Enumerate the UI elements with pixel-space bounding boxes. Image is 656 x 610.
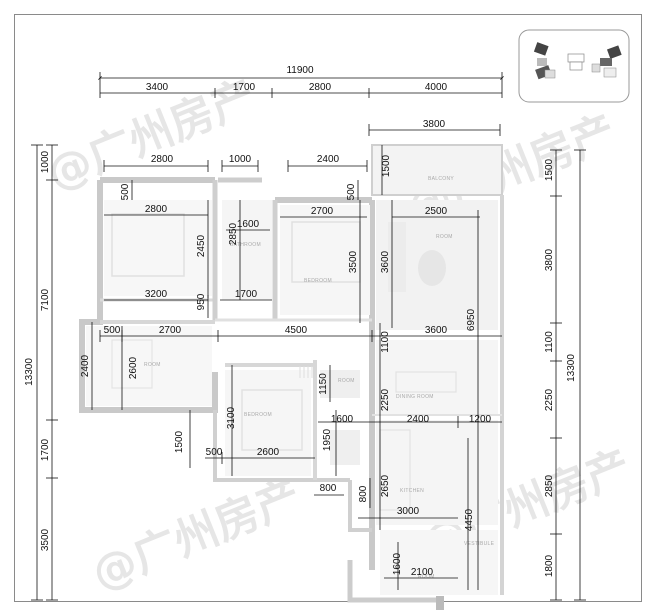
dim-label: 2800 <box>145 204 168 215</box>
dim-label: 3500 <box>40 528 51 551</box>
dim-label: 3600 <box>425 325 448 336</box>
dim-label: 2800 <box>151 154 174 165</box>
dim-label: 3200 <box>145 289 168 300</box>
dim-label: 500 <box>104 325 121 336</box>
dim-label: 2500 <box>425 206 448 217</box>
dim-label: 500 <box>206 447 223 458</box>
dim-label: 2700 <box>311 206 334 217</box>
dim-label: 2850 <box>544 474 555 497</box>
dim-label: 1950 <box>322 428 333 451</box>
dim-label: 2100 <box>411 567 434 578</box>
dim-label: 1700 <box>235 289 258 300</box>
room-label-bathroom: BATHROOM <box>230 242 261 248</box>
dim-label: 2650 <box>380 474 391 497</box>
dim-label: 2400 <box>80 354 91 377</box>
room-label-room: ROOM <box>144 362 161 368</box>
room-label-balcony: BALCONY <box>428 176 454 182</box>
dim-label: 2700 <box>159 325 182 336</box>
room-labels: BALCONY BATHROOM BEDROOM ROOM ROOM BEDRO… <box>144 176 495 580</box>
dim-label: 1000 <box>229 154 252 165</box>
dim-label: 2450 <box>196 234 207 257</box>
dim-label: 4000 <box>425 82 448 93</box>
room-label-vestibule: VESTIBULE <box>464 541 495 547</box>
dim-label: 2850 <box>228 222 239 245</box>
dim-label: 3100 <box>226 406 237 429</box>
dim-label: 1000 <box>40 150 51 173</box>
dim-label: 2400 <box>317 154 340 165</box>
dim-label: 1600 <box>392 552 403 575</box>
dim-label: 13300 <box>24 358 35 386</box>
dim-label: 1100 <box>380 331 391 353</box>
room-label-room: ROOM <box>338 378 355 384</box>
dim-label: 2600 <box>257 447 280 458</box>
dim-label: 1800 <box>544 554 555 577</box>
dim-label: 1500 <box>544 158 555 181</box>
room-label-dining-room: DINING ROOM <box>396 394 434 400</box>
room-label-bedroom: BEDROOM <box>244 412 272 418</box>
key-plan-icon <box>518 29 630 103</box>
dim-label: 7100 <box>40 288 51 311</box>
dim-label: 3800 <box>544 248 555 271</box>
room-label-room: ROOM <box>418 574 435 580</box>
watermark: @广州房产 <box>85 470 308 600</box>
dim-label: 1500 <box>174 430 185 453</box>
dim-label: 500 <box>346 183 357 200</box>
dim-label: 3400 <box>146 82 169 93</box>
dim-label: 2800 <box>309 82 332 93</box>
dim-label: 1150 <box>318 373 329 395</box>
dim-label: 1100 <box>544 331 555 353</box>
dimension-lines <box>31 72 586 601</box>
room-label-room: ROOM <box>436 234 453 240</box>
dim-label: 1600 <box>237 219 260 230</box>
dim-label: 800 <box>320 483 337 494</box>
dim-label: 1700 <box>233 82 256 93</box>
plan-walls <box>79 144 504 610</box>
dim-label: 1200 <box>469 414 492 425</box>
dim-label: 2600 <box>128 356 139 379</box>
dim-label: 2400 <box>407 414 430 425</box>
dim-label: 800 <box>358 485 369 502</box>
room-label-bedroom: BEDROOM <box>304 278 332 284</box>
dim-label: 950 <box>196 293 207 310</box>
dim-label: 500 <box>120 183 131 200</box>
dim-label: 3500 <box>348 250 359 273</box>
dim-label: 2250 <box>544 388 555 411</box>
dim-label: 1500 <box>381 154 392 177</box>
dim-label: 6950 <box>466 308 477 331</box>
dim-label: 4500 <box>285 325 308 336</box>
dim-label: 1600 <box>331 414 354 425</box>
dim-label: 3800 <box>423 119 446 130</box>
dim-label: 4450 <box>464 508 475 531</box>
dimension-labels: 11900 3400 1700 2800 4000 3800 13300 100… <box>24 65 577 578</box>
dim-label: 11900 <box>286 65 314 76</box>
dim-label: 1700 <box>40 438 51 461</box>
dim-label: 2250 <box>380 388 391 411</box>
dim-label: 13300 <box>566 354 577 382</box>
dim-label: 3000 <box>397 506 420 517</box>
room-label-kitchen: KITCHEN <box>400 488 424 494</box>
dim-label: 3600 <box>380 250 391 273</box>
